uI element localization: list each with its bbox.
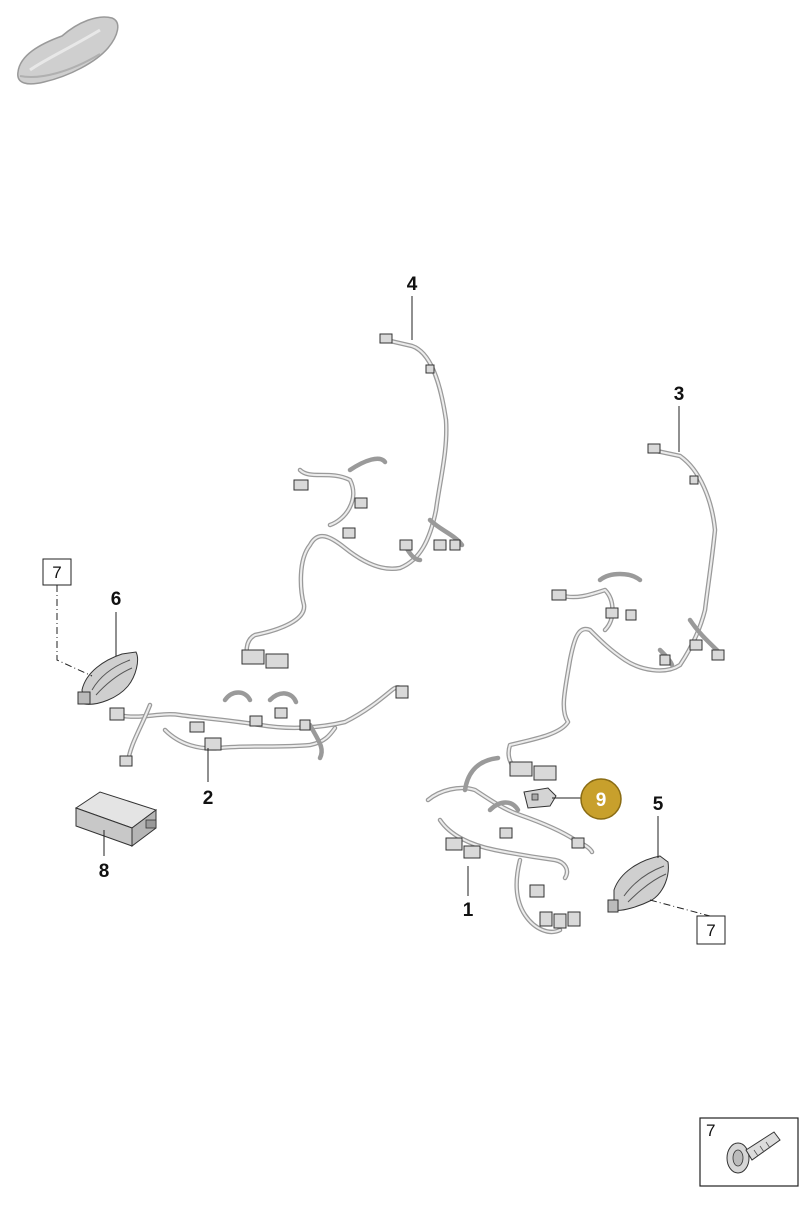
callout-3[interactable]: 3 [674, 384, 685, 405]
callout-6[interactable]: 6 [111, 589, 122, 610]
wiring-harness-4[interactable] [241, 333, 465, 669]
control-unit-part-8[interactable] [74, 791, 158, 847]
callout-9-label: 9 [596, 790, 607, 811]
inset-part-7[interactable]: 7 [699, 1117, 799, 1187]
callout-9-highlighted[interactable]: 9 [580, 778, 622, 820]
callout-2[interactable]: 2 [203, 788, 214, 809]
rivet-bolt-icon [726, 1131, 781, 1174]
callout-1[interactable]: 1 [463, 900, 474, 921]
control-module-part-5[interactable] [607, 855, 669, 913]
wiring-harness-3[interactable] [506, 443, 725, 781]
callout-7-right-label: 7 [706, 921, 715, 940]
callout-7-left-label: 7 [52, 563, 61, 582]
wiring-harness-2[interactable] [109, 685, 409, 767]
callout-5[interactable]: 5 [653, 794, 664, 815]
wiring-harness-1[interactable] [425, 755, 595, 935]
callout-7-right[interactable]: 7 [696, 915, 726, 945]
inset-part-7-label: 7 [706, 1121, 715, 1140]
control-module-part-6[interactable] [77, 651, 139, 705]
car-silhouette-icon[interactable] [17, 16, 119, 85]
callout-7-left[interactable]: 7 [42, 558, 72, 586]
callout-4[interactable]: 4 [407, 274, 418, 295]
connector-part-9[interactable] [523, 787, 557, 809]
callout-8[interactable]: 8 [99, 861, 110, 882]
leader-line-7-left [56, 585, 93, 677]
leader-line-7-right [649, 899, 711, 917]
